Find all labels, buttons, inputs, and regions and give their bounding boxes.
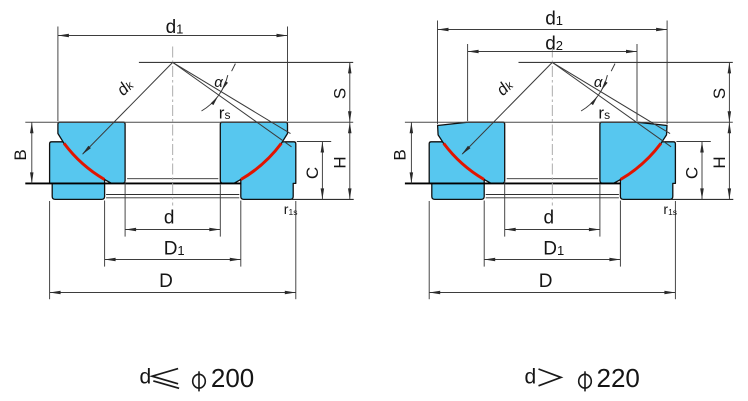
svg-text:α: α	[594, 74, 603, 91]
svg-text:D1: D1	[164, 239, 185, 260]
svg-text:D: D	[159, 271, 173, 292]
svg-text:α: α	[214, 74, 223, 91]
svg-text:d1: d1	[166, 17, 184, 38]
svg-text:C: C	[683, 167, 702, 179]
svg-text:H: H	[330, 156, 349, 168]
svg-text:H: H	[710, 156, 729, 168]
svg-text:d: d	[164, 208, 175, 229]
svg-text:d: d	[544, 208, 555, 229]
svg-text:d: d	[525, 365, 537, 388]
svg-text:B: B	[390, 149, 409, 160]
svg-text:B: B	[11, 149, 30, 160]
svg-text:rs: rs	[219, 103, 231, 122]
svg-text:d: d	[140, 365, 152, 388]
svg-text:S: S	[710, 88, 729, 99]
svg-text:d1: d1	[545, 8, 563, 29]
svg-text:D: D	[539, 271, 553, 292]
svg-text:S: S	[330, 88, 349, 99]
svg-text:200: 200	[211, 363, 254, 393]
svg-text:D1: D1	[543, 239, 564, 260]
svg-text:220: 220	[597, 363, 640, 393]
svg-text:rs: rs	[598, 103, 610, 122]
svg-text:C: C	[303, 167, 322, 179]
svg-text:d2: d2	[545, 34, 563, 55]
